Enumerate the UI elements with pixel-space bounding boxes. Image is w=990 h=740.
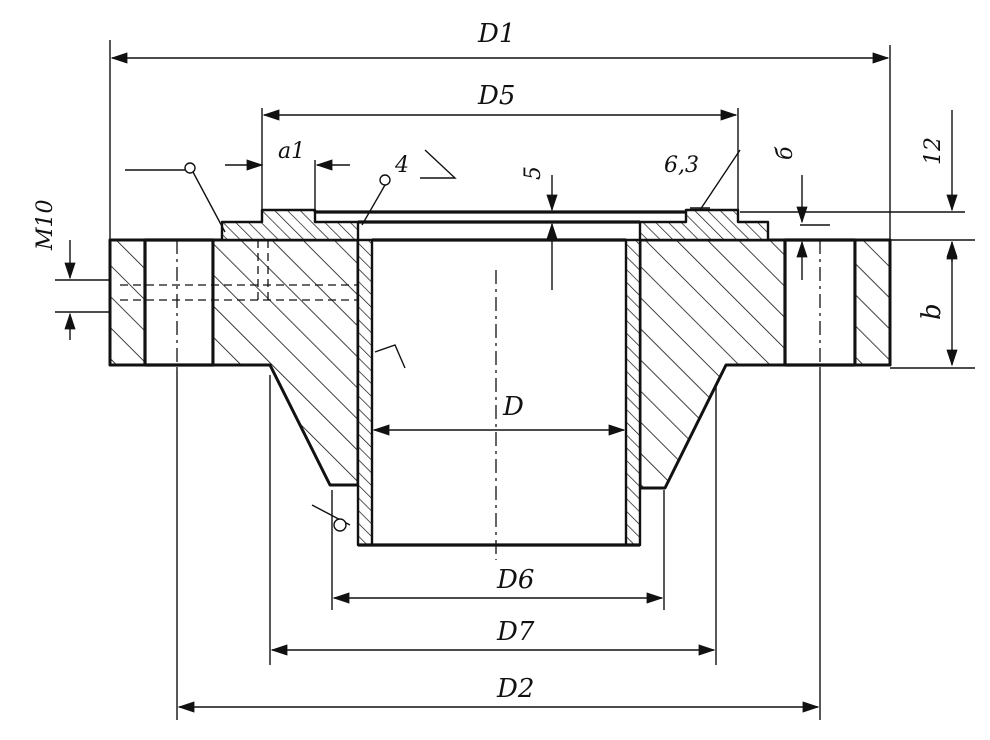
label-weld4: 4 xyxy=(394,153,409,178)
label-roughness: 6,3 xyxy=(664,153,699,178)
label-thread: M10 xyxy=(33,199,58,251)
label-b: b xyxy=(917,303,947,320)
label-dim5: 5 xyxy=(521,166,546,180)
labels: D1 D5 D D6 D7 D2 a1 4 5 6,3 б 12 b M10 xyxy=(33,19,947,704)
leaders xyxy=(125,149,741,532)
label-d: D xyxy=(502,392,524,422)
flange-right-section xyxy=(638,238,892,490)
label-a1: a1 xyxy=(278,139,305,164)
label-d7: D7 xyxy=(496,617,535,647)
raised-face xyxy=(220,208,770,242)
flange-left-section xyxy=(108,238,360,487)
dimension-lines xyxy=(64,52,958,713)
label-d2: D2 xyxy=(496,674,534,704)
center-lines xyxy=(120,240,821,560)
label-d6: D6 xyxy=(496,565,534,595)
label-12: 12 xyxy=(921,137,946,165)
label-d5: D5 xyxy=(477,81,515,111)
label-d1: D1 xyxy=(477,19,515,49)
label-delta: б xyxy=(773,146,798,160)
pipe-walls xyxy=(356,238,642,547)
